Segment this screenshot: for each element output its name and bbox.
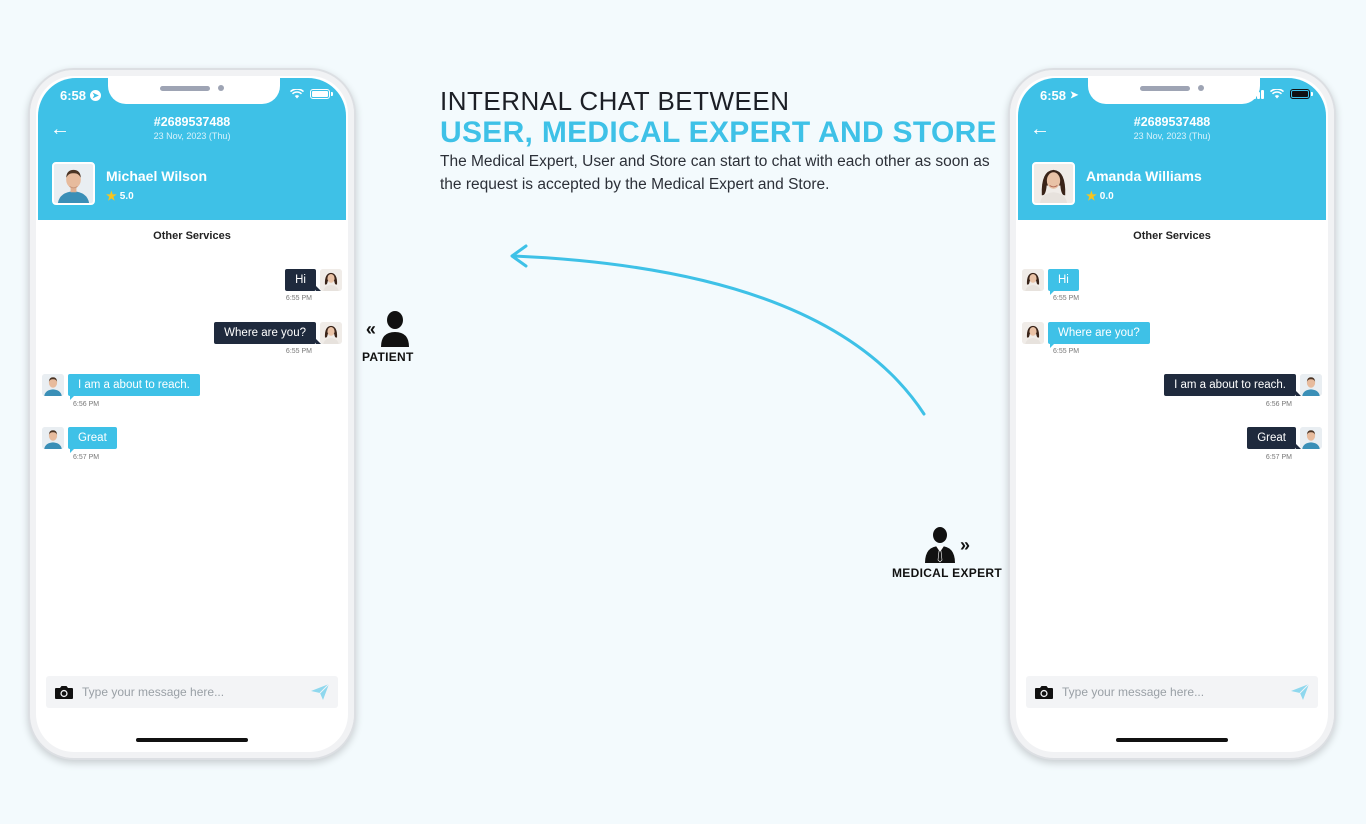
message-time: 6:56 PM: [1265, 401, 1292, 408]
avatar: [1300, 427, 1322, 449]
battery-icon: [1290, 89, 1313, 99]
message-row: I am a about to reach.: [1164, 374, 1322, 396]
message-row: Great: [42, 427, 117, 453]
role-label: PATIENT: [362, 350, 414, 364]
home-indicator: [136, 738, 248, 742]
profile-rating: ★ 0.0: [1086, 189, 1114, 203]
order-id: #2689537488: [153, 115, 231, 129]
message-row: Hi: [1022, 269, 1079, 295]
avatar: [320, 269, 342, 291]
message-time: 6:55 PM: [285, 295, 312, 302]
send-icon[interactable]: [1290, 683, 1310, 701]
camera-icon[interactable]: [54, 684, 74, 700]
chat-header: 6:58 ➤ ← #2689537488 23 Nov, 2023 (Thu) …: [1018, 78, 1326, 220]
message-bubble: Where are you?: [1048, 322, 1150, 348]
message-input[interactable]: [82, 685, 302, 699]
message-composer: [1026, 676, 1318, 708]
status-bar-icons: [290, 89, 333, 99]
message-time: 6:57 PM: [1265, 454, 1292, 461]
order-date: 23 Nov, 2023 (Thu): [1133, 131, 1211, 141]
message-bubble: Hi: [285, 269, 321, 291]
status-bar-time: 6:58 ➤: [60, 88, 102, 103]
send-icon[interactable]: [310, 683, 330, 701]
role-patient: « PATIENT: [362, 310, 414, 364]
avatar: [1022, 322, 1044, 344]
message-time: 6:55 PM: [1053, 348, 1080, 355]
avatar: [42, 427, 64, 449]
phone-notch: [1088, 78, 1260, 104]
phone-notch: [108, 78, 280, 104]
profile-rating: ★ 5.0: [106, 189, 134, 203]
section-title: Other Services: [1133, 230, 1211, 242]
location-icon: ➤: [90, 90, 102, 101]
message-row: Where are you?: [214, 322, 342, 344]
chat-screen: 6:58 ➤ ← #2689537488 23 Nov, 2023 (Thu) …: [38, 78, 346, 750]
message-row: Hi: [285, 269, 342, 291]
avatar: [1022, 269, 1044, 291]
role-label: MEDICAL EXPERT: [892, 566, 1002, 580]
section-title: Other Services: [153, 230, 231, 242]
message-time: 6:55 PM: [285, 348, 312, 355]
profile-name: Amanda Williams: [1086, 168, 1202, 184]
message-input[interactable]: [1062, 685, 1282, 699]
headline-description: The Medical Expert, User and Store can s…: [440, 153, 990, 194]
profile-name: Michael Wilson: [106, 168, 208, 184]
double-chevron-left-icon: «: [365, 319, 376, 339]
order-id: #2689537488: [1133, 115, 1211, 129]
role-medical-expert: » MEDICAL EXPERT: [892, 526, 1002, 580]
location-icon: ➤: [1070, 90, 1079, 101]
star-icon: ★: [106, 189, 117, 203]
wifi-icon: [1270, 89, 1284, 99]
avatar: [320, 322, 342, 344]
chat-header: 6:58 ➤ ← #2689537488 23 Nov, 2023 (Thu) …: [38, 78, 346, 220]
flow-arrow-icon: [510, 244, 926, 416]
avatar: [42, 374, 64, 396]
double-chevron-right-icon: »: [959, 535, 970, 555]
phone-medical-expert: 6:58 ➤ ← #2689537488 23 Nov, 2023 (Thu) …: [1008, 68, 1336, 760]
back-arrow-icon[interactable]: ←: [50, 118, 70, 140]
status-bar-time: 6:58 ➤: [1040, 88, 1079, 103]
profile-avatar: [52, 162, 95, 205]
star-icon: ★: [1086, 189, 1097, 203]
message-bubble: I am a about to reach.: [1164, 374, 1301, 396]
home-indicator: [1116, 738, 1228, 742]
headline-accent: USER, MEDICAL EXPERT AND STORE: [440, 116, 997, 149]
user-icon: [380, 311, 409, 347]
message-bubble: I am a about to reach.: [68, 374, 200, 400]
profile-avatar: [1032, 162, 1075, 205]
chat-screen: 6:58 ➤ ← #2689537488 23 Nov, 2023 (Thu) …: [1018, 78, 1326, 750]
message-bubble: Where are you?: [214, 322, 321, 344]
wifi-icon: [290, 89, 304, 99]
phone-patient: 6:58 ➤ ← #2689537488 23 Nov, 2023 (Thu) …: [28, 68, 356, 760]
message-row: Great: [1247, 427, 1322, 449]
message-row: I am a about to reach.: [42, 374, 200, 400]
battery-icon: [310, 89, 333, 99]
message-time: 6:56 PM: [73, 401, 100, 408]
message-bubble: Great: [1247, 427, 1301, 449]
message-bubble: Great: [68, 427, 117, 453]
message-time: 6:55 PM: [1053, 295, 1080, 302]
doctor-icon: [924, 527, 955, 563]
message-row: Where are you?: [1022, 322, 1150, 348]
headline-primary: INTERNAL CHAT BETWEEN: [440, 86, 790, 116]
order-date: 23 Nov, 2023 (Thu): [153, 131, 231, 141]
message-bubble: Hi: [1048, 269, 1079, 295]
back-arrow-icon[interactable]: ←: [1030, 118, 1050, 140]
message-composer: [46, 676, 338, 708]
camera-icon[interactable]: [1034, 684, 1054, 700]
message-time: 6:57 PM: [73, 454, 100, 461]
avatar: [1300, 374, 1322, 396]
